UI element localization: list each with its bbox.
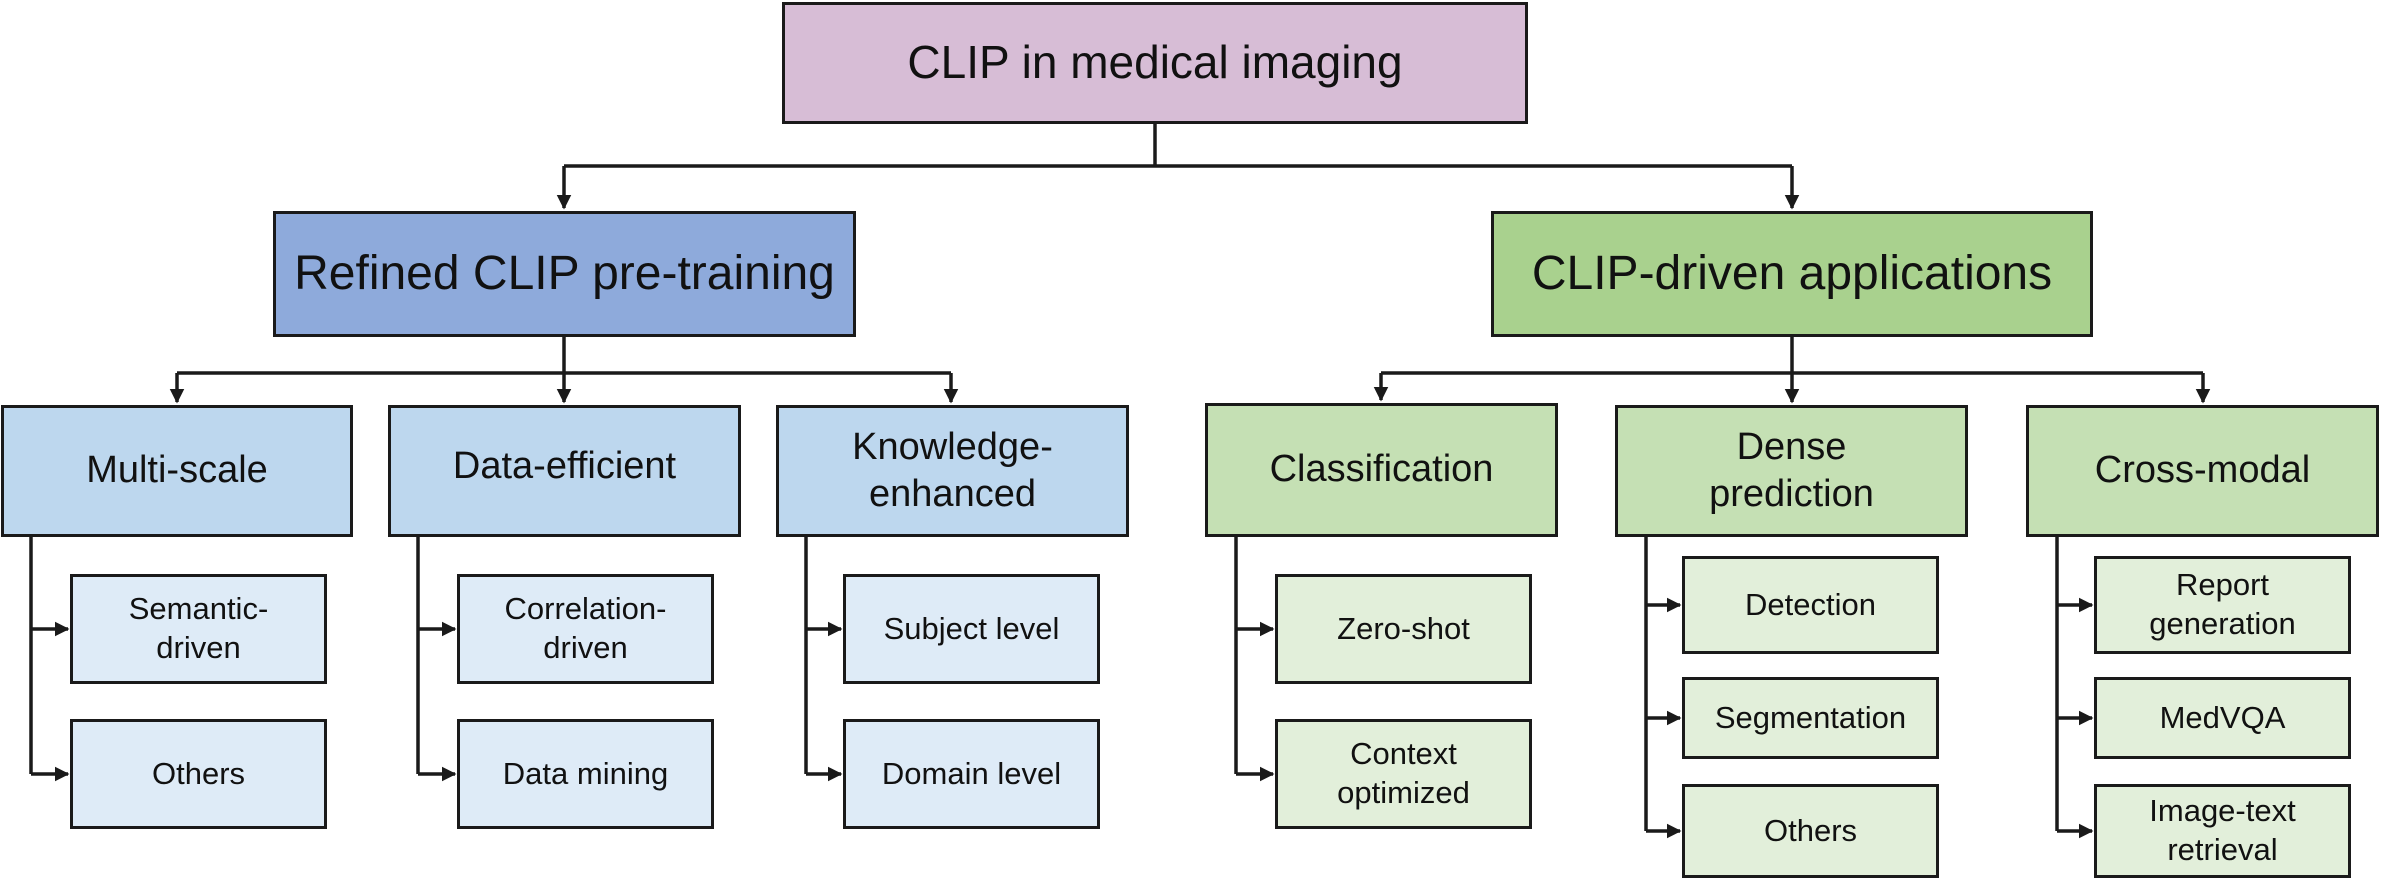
report-generation-node: Report generation — [2094, 556, 2351, 654]
semantic-driven-node: Semantic-driven — [70, 574, 327, 684]
applications-node: CLIP-driven applications — [1491, 211, 2093, 337]
multi-scale-label: Multi-scale — [86, 449, 268, 492]
applications-label: CLIP-driven applications — [1531, 247, 2053, 300]
knowledge-enhanced-label: Knowledge-enhanced — [852, 425, 1053, 516]
data-efficient-node: Data-efficient — [388, 405, 741, 537]
dense-prediction-node: Dense prediction — [1615, 405, 1968, 537]
segmentation-node: Segmentation — [1682, 677, 1939, 759]
subject-level-label: Subject level — [883, 610, 1060, 646]
knowledge-enhanced-node: Knowledge-enhanced — [776, 405, 1129, 537]
multi-scale-node: Multi-scale — [1, 405, 353, 537]
context-optimized-label: Context optimized — [1337, 736, 1470, 810]
cross-modal-label: Cross-modal — [2094, 449, 2311, 492]
classification-node: Classification — [1205, 403, 1558, 537]
root-label: CLIP in medical imaging — [907, 36, 1403, 89]
dense-prediction-others-label: Others — [1763, 812, 1858, 848]
medvqa-node: MedVQA — [2094, 677, 2351, 759]
subject-level-node: Subject level — [843, 574, 1100, 684]
context-optimized-node: Context optimized — [1275, 719, 1532, 829]
image-text-retrieval-node: Image-text retrieval — [2094, 784, 2351, 878]
data-mining-node: Data mining — [457, 719, 714, 829]
pretraining-node: Refined CLIP pre-training — [273, 211, 856, 337]
domain-level-node: Domain level — [843, 719, 1100, 829]
correlation-driven-node: Correlation-driven — [457, 574, 714, 684]
correlation-driven-label: Correlation-driven — [504, 591, 667, 665]
segmentation-label: Segmentation — [1714, 699, 1907, 735]
medvqa-label: MedVQA — [2159, 699, 2286, 735]
detection-label: Detection — [1745, 586, 1876, 622]
root-node: CLIP in medical imaging — [782, 2, 1528, 124]
classification-label: Classification — [1269, 448, 1494, 491]
domain-level-label: Domain level — [881, 755, 1062, 791]
dense-prediction-label: Dense prediction — [1709, 425, 1874, 516]
multi-scale-others-node: Others — [70, 719, 327, 829]
semantic-driven-label: Semantic-driven — [128, 591, 269, 665]
dense-prediction-others-node: Others — [1682, 784, 1939, 878]
zero-shot-label: Zero-shot — [1337, 610, 1470, 646]
detection-node: Detection — [1682, 556, 1939, 654]
cross-modal-node: Cross-modal — [2026, 405, 2379, 537]
report-generation-label: Report generation — [2149, 567, 2296, 641]
zero-shot-node: Zero-shot — [1275, 574, 1532, 684]
pretraining-label: Refined CLIP pre-training — [294, 247, 835, 300]
image-text-retrieval-label: Image-text retrieval — [2149, 793, 2296, 867]
multi-scale-others-label: Others — [151, 755, 246, 791]
data-efficient-label: Data-efficient — [452, 445, 677, 488]
data-mining-label: Data mining — [502, 755, 669, 791]
